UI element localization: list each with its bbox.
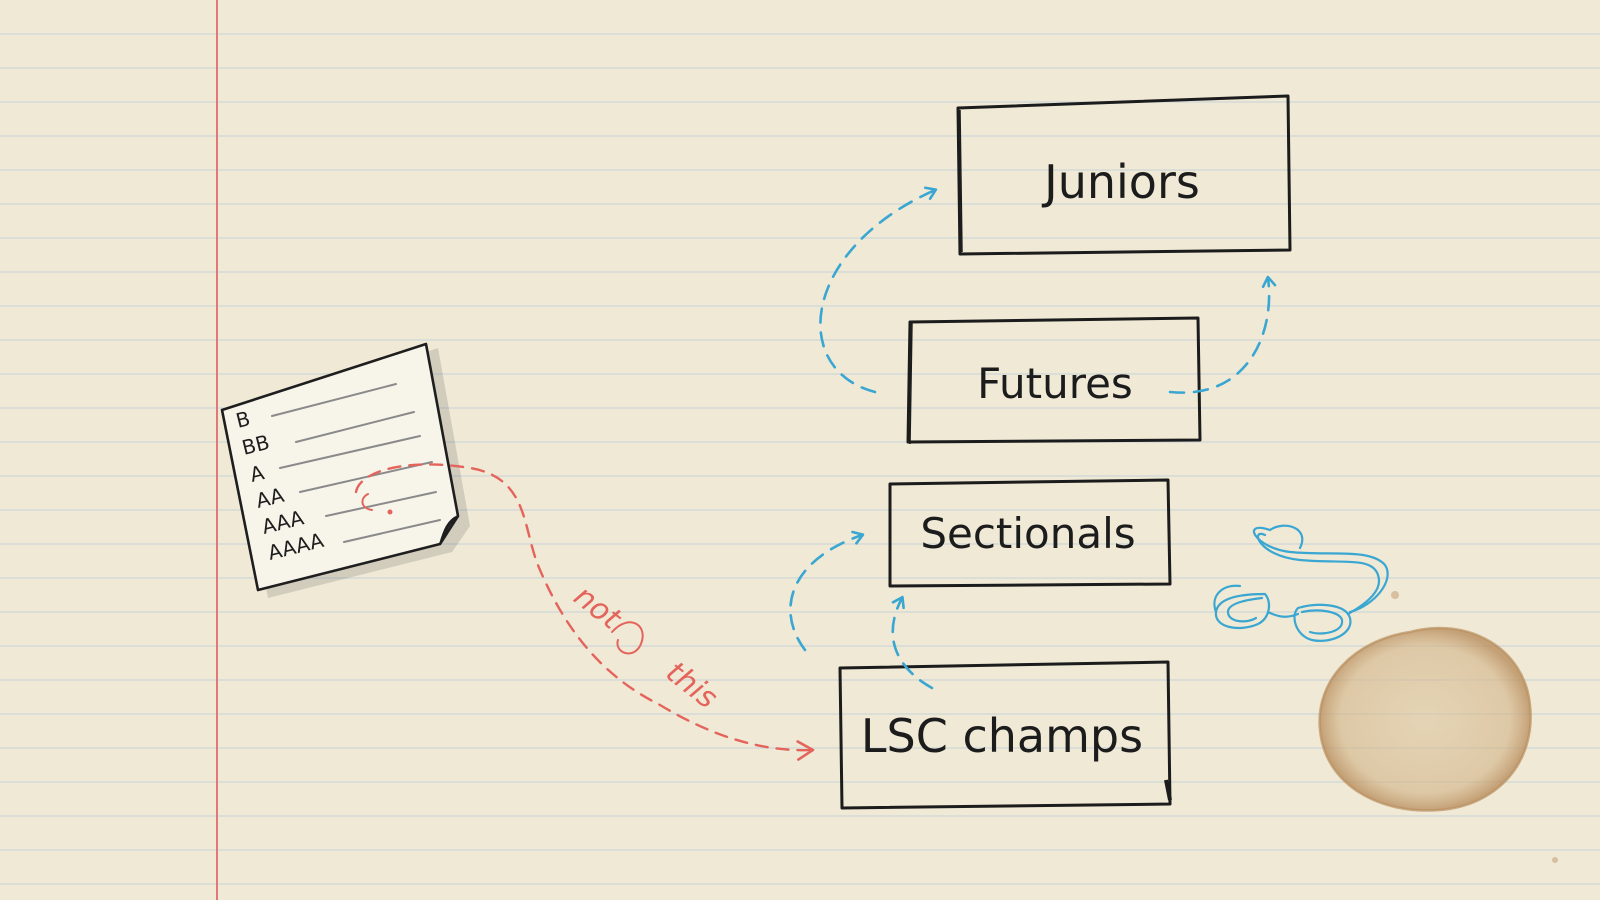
annotation-not: not bbox=[567, 579, 628, 638]
coffee-stain bbox=[1318, 591, 1558, 863]
box-futures: Futures bbox=[906, 316, 1202, 445]
grade-card: B BB A AA AAA AAAA bbox=[220, 342, 470, 598]
box-sectionals: Sectionals bbox=[888, 478, 1172, 588]
box-juniors: Juniors bbox=[956, 94, 1292, 256]
arrow-lsc-to-sectionals-left bbox=[789, 530, 865, 652]
label-juniors: Juniors bbox=[1041, 155, 1200, 209]
label-lsc-champs: LSC champs bbox=[861, 709, 1143, 763]
arrow-futures-to-juniors-right bbox=[1168, 275, 1277, 394]
swim-goggles-icon bbox=[1213, 524, 1389, 642]
label-sectionals: Sectionals bbox=[920, 509, 1135, 558]
grade-a: A bbox=[247, 460, 266, 487]
arrow-lsc-to-sectionals-center bbox=[891, 595, 934, 690]
arrow-futures-to-juniors-left bbox=[819, 186, 938, 394]
red-squiggle bbox=[361, 493, 644, 655]
grade-b: B bbox=[233, 406, 252, 433]
box-lsc-champs: LSC champs bbox=[838, 660, 1172, 810]
blue-arrows bbox=[789, 186, 1277, 690]
red-arrow bbox=[354, 463, 815, 761]
annotation-this: this bbox=[659, 655, 724, 716]
label-futures: Futures bbox=[977, 359, 1133, 408]
